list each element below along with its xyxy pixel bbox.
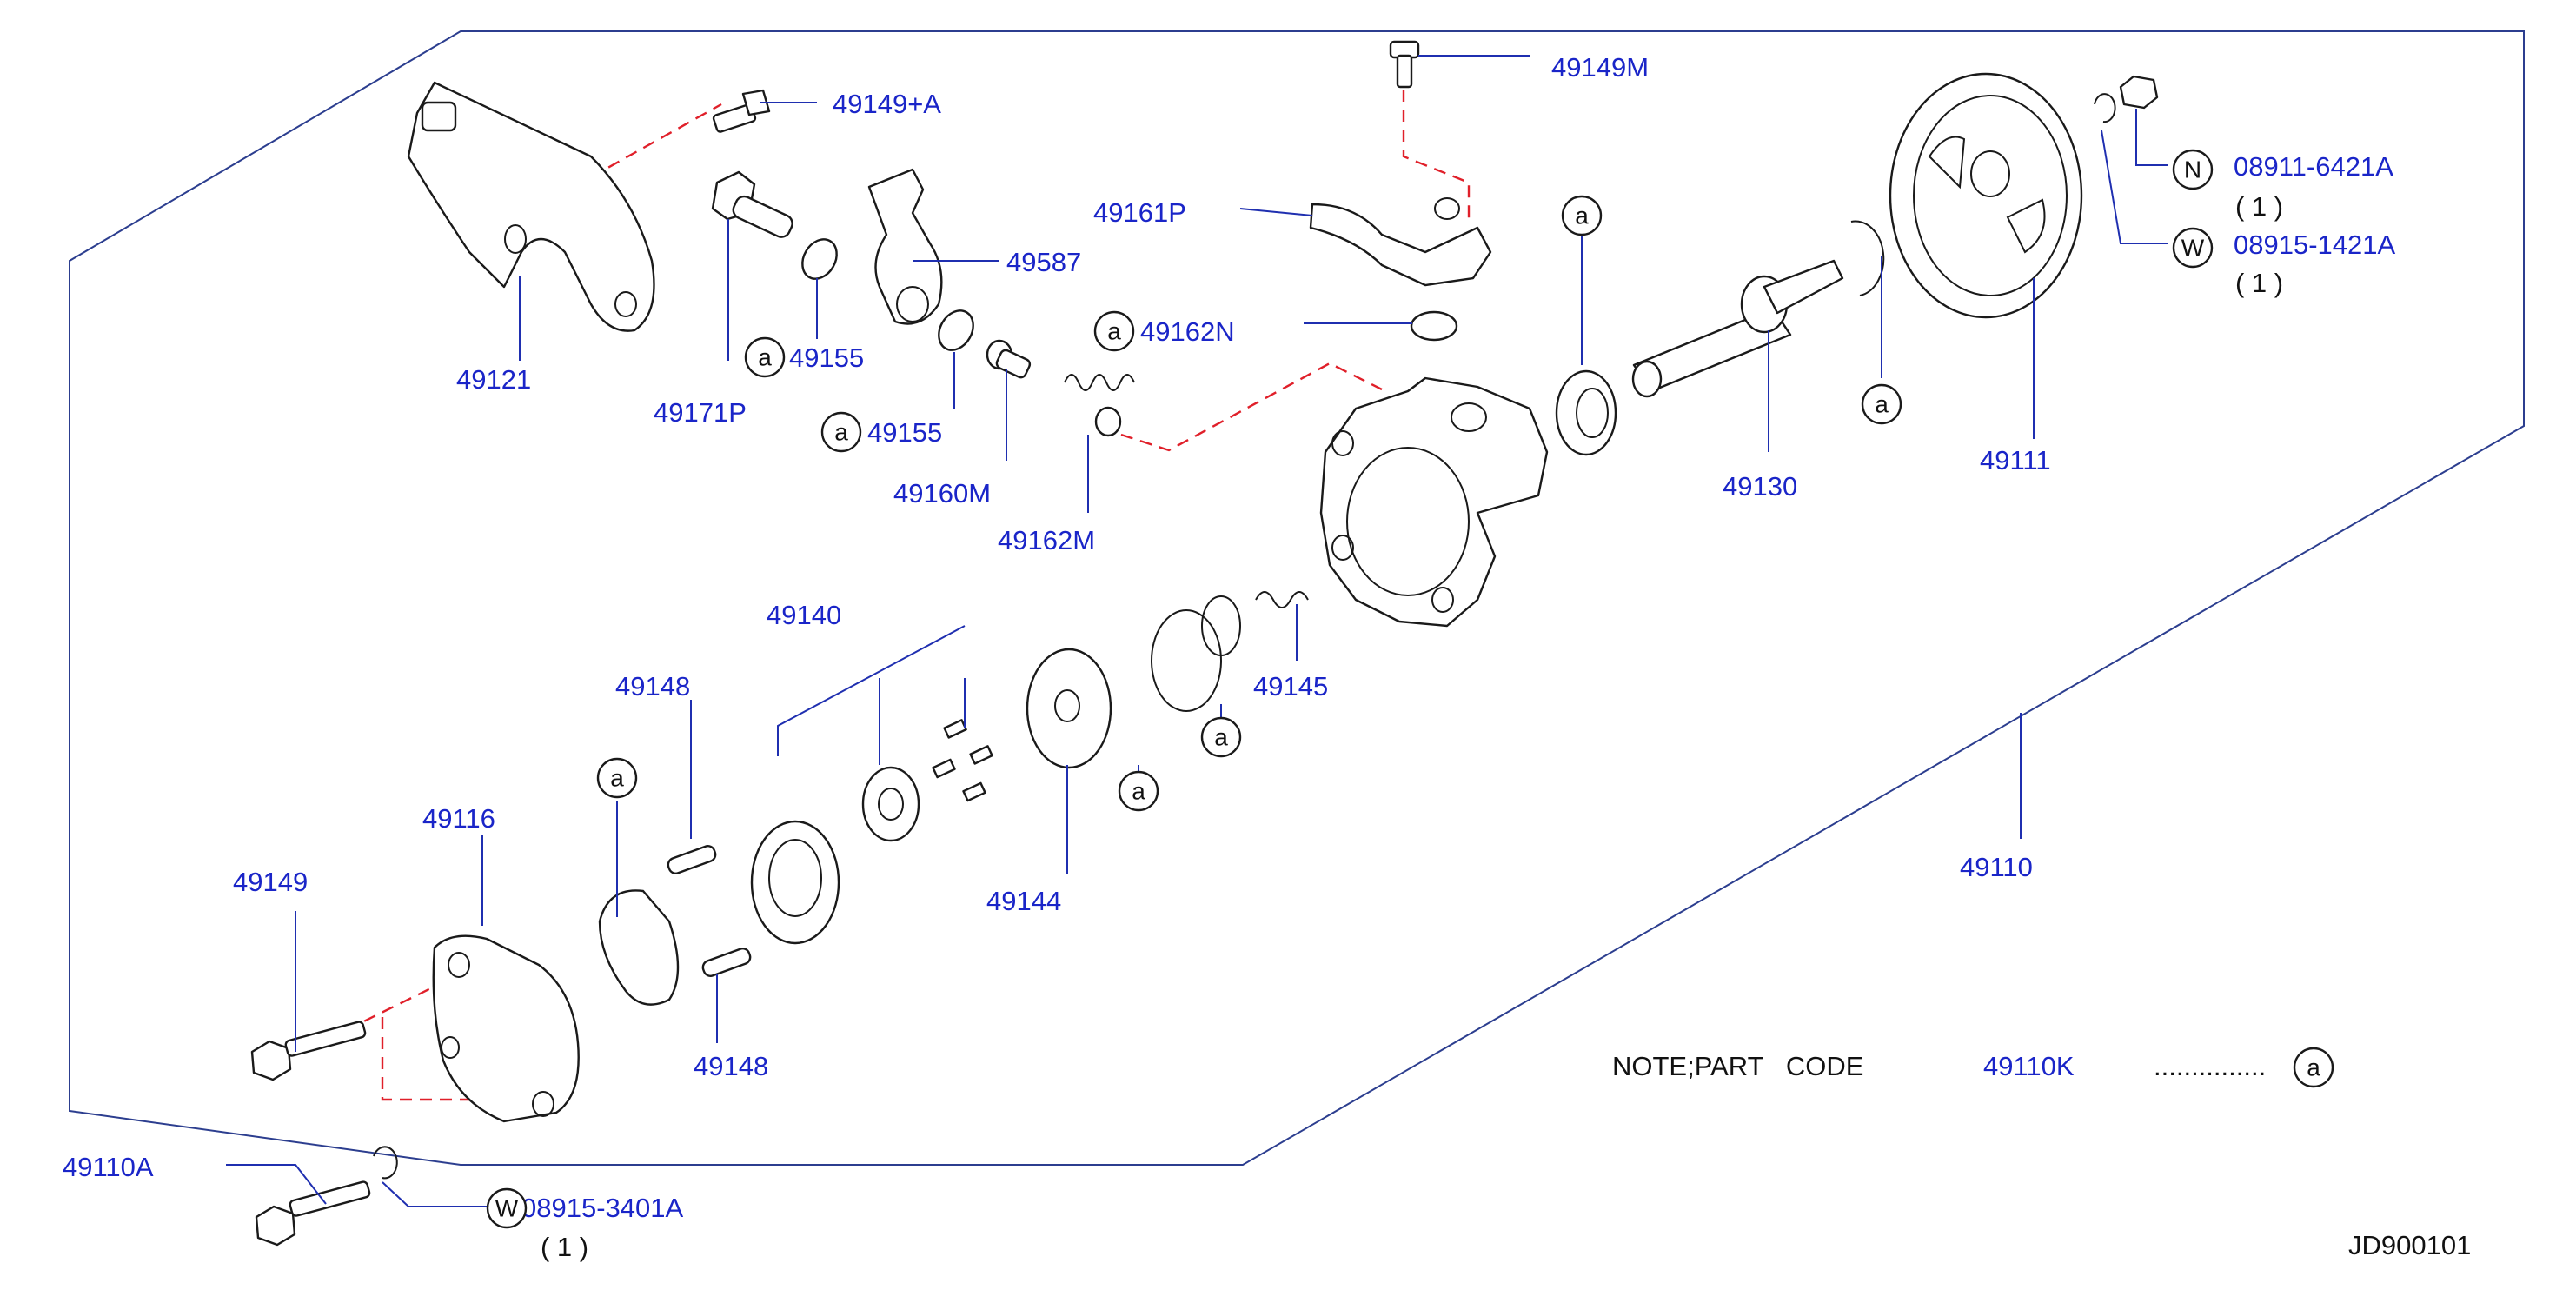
fitting-49161p bbox=[1309, 197, 1492, 287]
svg-text:a: a bbox=[1575, 203, 1589, 229]
svg-text:a: a bbox=[758, 344, 772, 371]
svg-text:a: a bbox=[1214, 724, 1228, 751]
seal-49162n bbox=[1410, 310, 1458, 342]
marker-w-08915-1421: W bbox=[2172, 227, 2214, 269]
snap-ring bbox=[1850, 220, 1885, 296]
assembly-frame bbox=[69, 30, 2525, 1166]
label-08915-3401a: 08915-3401A bbox=[521, 1193, 683, 1223]
pin-49148-lower bbox=[701, 948, 752, 977]
o-ring-small bbox=[1201, 595, 1241, 656]
label-49149-a: 49149+A bbox=[833, 89, 941, 119]
marker-a-49155-upper: a bbox=[744, 336, 786, 378]
label-49110: 49110 bbox=[1960, 852, 2033, 882]
valve-49160m bbox=[986, 339, 1032, 379]
svg-text:a: a bbox=[610, 765, 624, 792]
shaft-seal bbox=[1555, 369, 1617, 456]
part-code-note: NOTE;PART CODE 49110K ............... a bbox=[1612, 1047, 2334, 1088]
spring-49162m bbox=[1064, 374, 1135, 437]
note-prefix: NOTE;PART CODE bbox=[1612, 1051, 1863, 1081]
bolt-49149 bbox=[250, 1021, 367, 1081]
washer-08915-3401a bbox=[373, 1146, 398, 1180]
qty-08915-1421a: ( 1 ) bbox=[2235, 268, 2283, 298]
connector-49587 bbox=[867, 168, 943, 325]
label-49160m: 49160M bbox=[893, 478, 991, 509]
washer-c-ring bbox=[2094, 93, 2116, 123]
marker-n-08911: N bbox=[2172, 149, 2214, 190]
marker-a-shaft-seal: a bbox=[1561, 195, 1603, 236]
label-49162n: 49162N bbox=[1140, 316, 1235, 347]
note-marker-a: a bbox=[2293, 1047, 2334, 1088]
label-49111: 49111 bbox=[1980, 445, 2051, 475]
pin-49148-upper bbox=[667, 845, 717, 874]
label-08915-1421a: 08915-1421A bbox=[2234, 229, 2395, 260]
part-labels: 49149+A 49149M 49161P 49587 49155 49155 … bbox=[63, 52, 2395, 1262]
rear-cover-49116 bbox=[432, 934, 580, 1123]
marker-a-o-ring-large: a bbox=[1118, 770, 1159, 812]
label-49162m: 49162M bbox=[998, 525, 1095, 555]
svg-text:a: a bbox=[2307, 1054, 2320, 1081]
svg-text:a: a bbox=[1132, 778, 1145, 805]
gasket bbox=[598, 889, 680, 1006]
fitting-49171p bbox=[711, 170, 793, 238]
marker-a-snap-ring: a bbox=[1861, 383, 1902, 425]
svg-text:a: a bbox=[834, 419, 848, 446]
svg-text:a: a bbox=[1107, 318, 1121, 345]
pulley-49111 bbox=[1889, 72, 2083, 319]
label-08911-6421a: 08911-6421A bbox=[2234, 151, 2393, 182]
marker-a-49155-lower: a bbox=[820, 411, 862, 453]
vane-ring-49140 bbox=[750, 820, 840, 945]
marker-a-49162n: a bbox=[1093, 310, 1135, 352]
o-ring-49155-lower bbox=[938, 309, 974, 351]
label-49148-upper: 49148 bbox=[615, 671, 690, 702]
bolt-49149-a bbox=[712, 89, 771, 133]
nut bbox=[2119, 75, 2159, 110]
marker-w-08915-3401: W bbox=[486, 1187, 528, 1229]
o-ring-49155-upper bbox=[801, 238, 838, 280]
label-49161p: 49161P bbox=[1093, 197, 1186, 228]
circle-markers: a a a a a N W a bbox=[486, 149, 2214, 1229]
vanes bbox=[932, 719, 993, 802]
svg-text:N: N bbox=[2184, 156, 2201, 183]
marker-a-o-ring-small: a bbox=[1200, 716, 1242, 758]
pump-body bbox=[1319, 376, 1549, 628]
bolt-49110a bbox=[255, 1180, 371, 1247]
leader-lines bbox=[226, 55, 2168, 1207]
svg-text:a: a bbox=[1875, 391, 1889, 418]
svg-text:W: W bbox=[2181, 235, 2205, 262]
label-49155-lower: 49155 bbox=[867, 417, 942, 448]
spring-49145 bbox=[1255, 591, 1309, 608]
label-49145: 49145 bbox=[1253, 671, 1328, 702]
label-49587: 49587 bbox=[1006, 247, 1081, 277]
label-49144: 49144 bbox=[986, 886, 1061, 916]
label-49149: 49149 bbox=[233, 867, 308, 897]
bolt-49149m bbox=[1389, 40, 1420, 89]
rotor bbox=[861, 766, 920, 842]
svg-text:W: W bbox=[495, 1195, 519, 1222]
note-code: 49110K bbox=[1983, 1051, 2075, 1081]
shaft-49130 bbox=[1631, 259, 1844, 398]
bracket-49121 bbox=[407, 81, 655, 332]
label-49116: 49116 bbox=[422, 803, 495, 834]
label-49130: 49130 bbox=[1723, 471, 1797, 502]
label-49140: 49140 bbox=[767, 600, 841, 630]
label-49121: 49121 bbox=[456, 364, 531, 395]
label-49148-lower: 49148 bbox=[694, 1051, 768, 1081]
plate-49144 bbox=[1026, 648, 1112, 769]
label-49110a: 49110A bbox=[63, 1152, 154, 1182]
diagram-id: JD900101 bbox=[2348, 1230, 2471, 1260]
marker-a-gasket: a bbox=[596, 757, 638, 799]
qty-08911-6421a: ( 1 ) bbox=[2235, 191, 2283, 222]
qty-08915-3401a: ( 1 ) bbox=[541, 1232, 588, 1262]
o-ring-large bbox=[1151, 609, 1222, 712]
label-49155-upper: 49155 bbox=[789, 342, 864, 373]
label-49171p: 49171P bbox=[654, 397, 747, 428]
note-dots: ............... bbox=[2154, 1051, 2266, 1081]
label-49149m: 49149M bbox=[1551, 52, 1649, 83]
